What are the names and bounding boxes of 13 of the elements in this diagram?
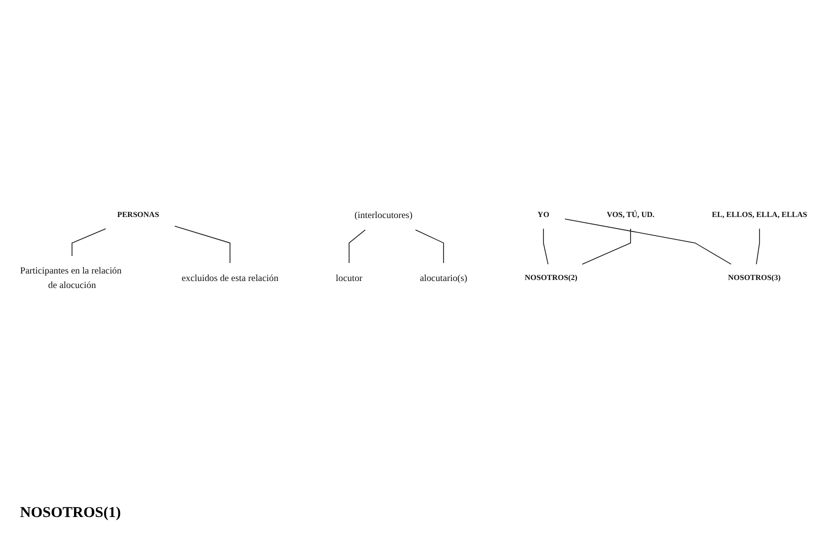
- connector: [72, 228, 106, 256]
- node-text: alocutario(s): [420, 272, 468, 283]
- node-text: Participantes en la relación de alocución: [20, 265, 122, 290]
- note-text: NOSOTROS(1): [20, 505, 121, 521]
- connector: [174, 226, 230, 264]
- node-text: locutor: [336, 272, 362, 283]
- connector: [756, 228, 760, 265]
- connector: [348, 230, 366, 264]
- connector: [564, 218, 732, 265]
- connector: [582, 228, 631, 265]
- node-text: excluidos de esta relación: [182, 272, 278, 283]
- node-text: (interlocutores): [354, 210, 412, 220]
- connector: [543, 228, 548, 265]
